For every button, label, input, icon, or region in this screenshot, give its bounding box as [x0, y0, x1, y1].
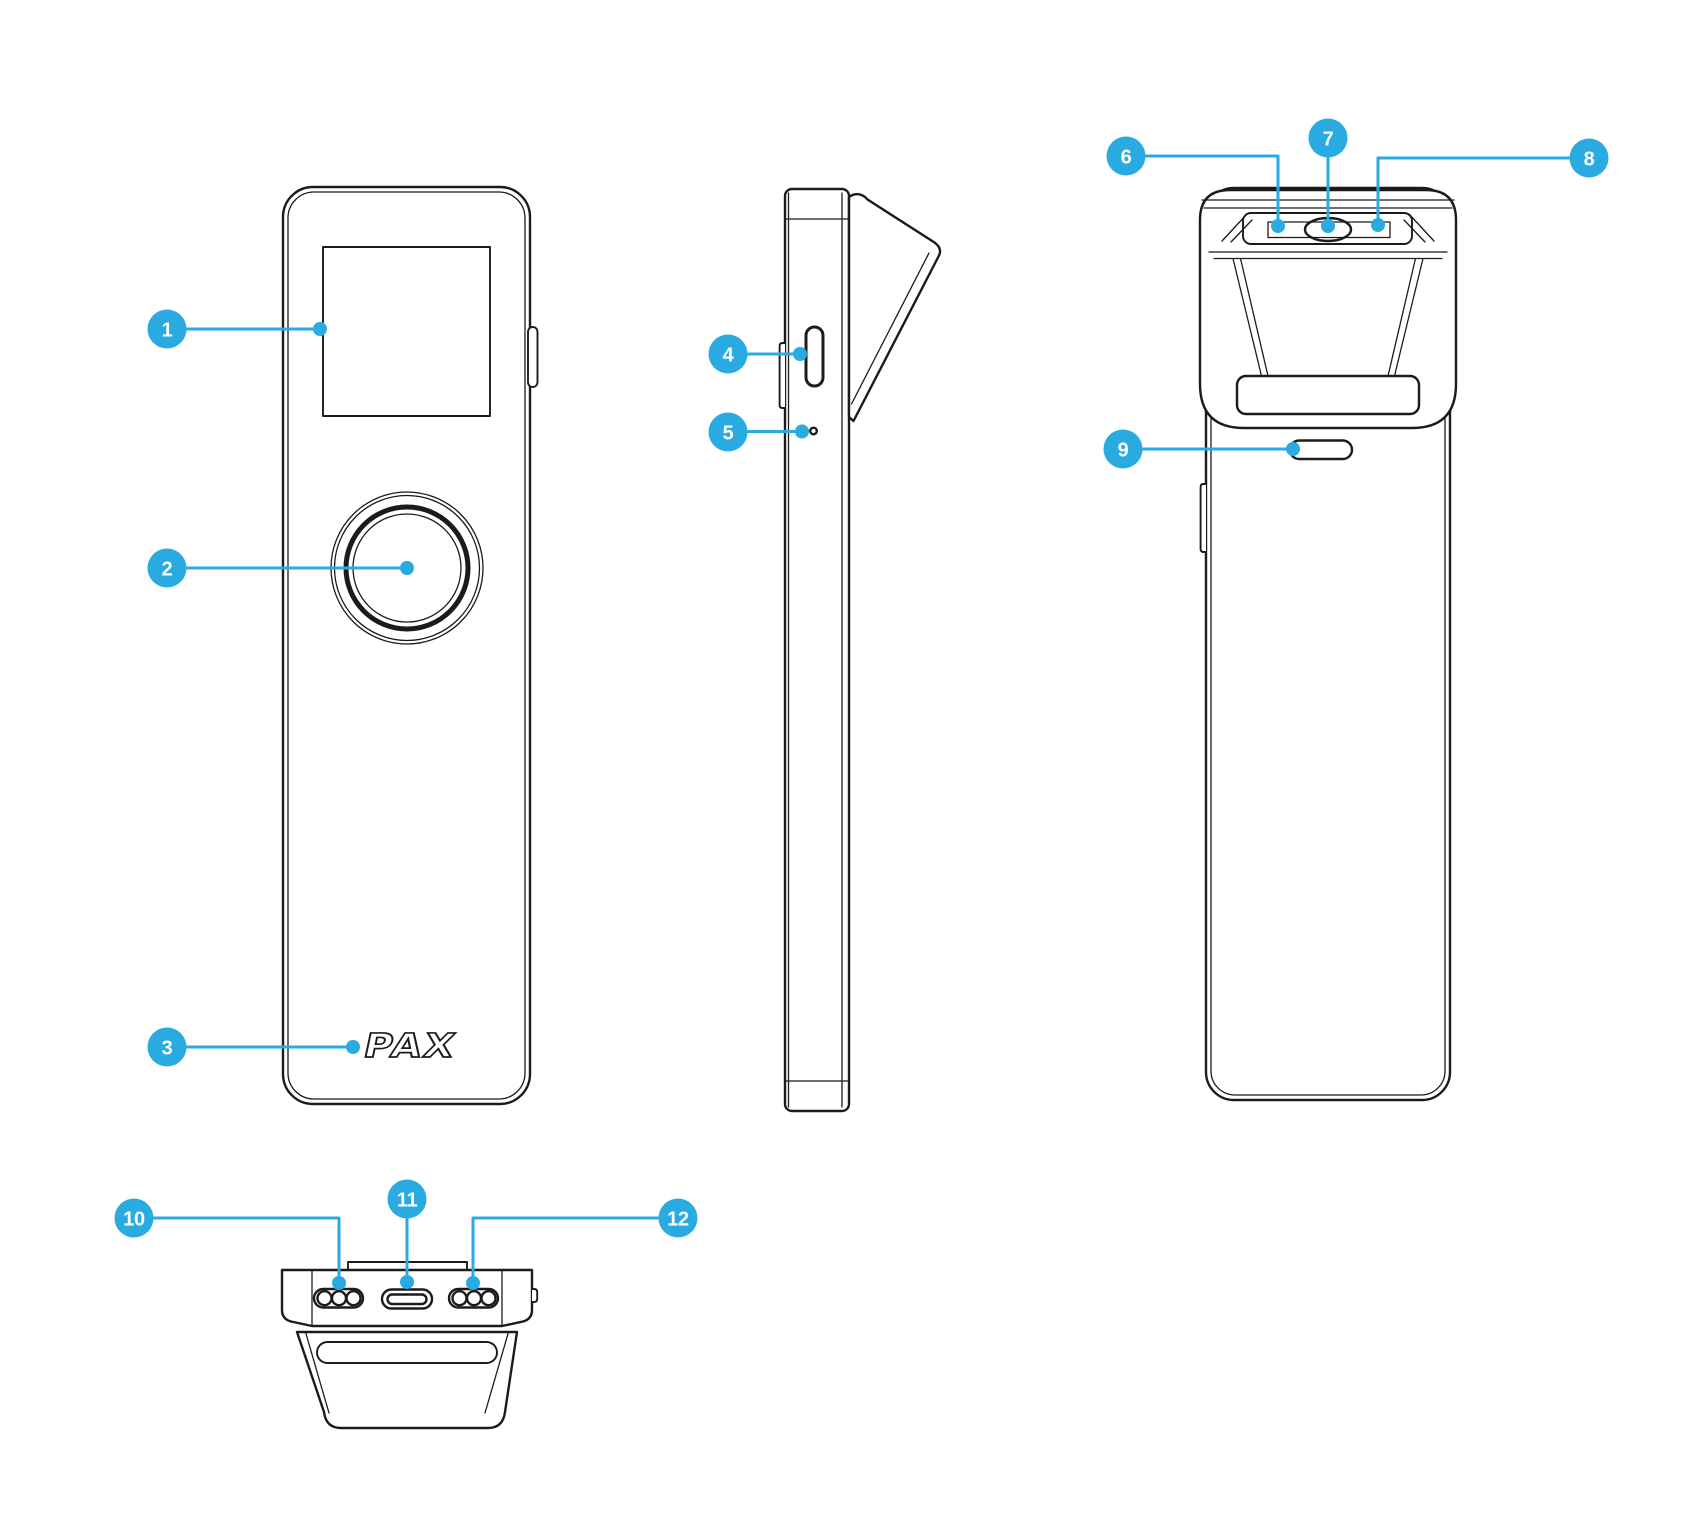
scan-head-lip-lines: [1208, 251, 1448, 260]
side-panel-lines: [785, 192, 849, 1108]
side-edge-key: [778, 342, 786, 409]
callout-1: 1: [147, 309, 327, 349]
callout-5: 5: [708, 412, 809, 452]
callout-badge: [1106, 136, 1146, 176]
front-view: PAX: [281, 185, 539, 1106]
callout-dot: [1286, 442, 1300, 456]
callout-number: 5: [723, 423, 734, 445]
callout-6: 6: [1106, 136, 1285, 233]
front-side-key: [527, 326, 539, 388]
callout-number: 10: [123, 1209, 145, 1231]
scan-head: [1198, 188, 1458, 430]
callout-number: 7: [1323, 129, 1334, 151]
callout-7: 7: [1308, 118, 1348, 233]
callouts: 1 2 3 4 5 6: [114, 118, 1609, 1290]
callout-dot: [795, 424, 809, 439]
callout-dot: [313, 322, 327, 336]
scan-head-outline: [1198, 188, 1458, 430]
front-body-inner-line: [287, 191, 526, 1100]
callout-badge: [1308, 118, 1348, 158]
callout-badge: [147, 309, 187, 349]
callout-dot: [1271, 219, 1285, 233]
scan-window-corner-facets: [1221, 213, 1435, 243]
callout-2: 2: [147, 548, 414, 588]
callout-dot: [793, 347, 807, 361]
pogo-pin: [480, 1289, 497, 1307]
callout-8: 8: [1371, 138, 1609, 232]
callout-11: 11: [387, 1179, 427, 1289]
callout-badge: [147, 548, 187, 588]
back-edge-key: [1199, 483, 1207, 553]
callout-number: 9: [1118, 440, 1129, 462]
microphone-hole: [809, 426, 819, 436]
callout-number: 3: [162, 1038, 173, 1060]
callout-number: 1: [162, 320, 173, 342]
usb-c-port: [380, 1288, 434, 1310]
pax-logo: PAX: [359, 1025, 461, 1065]
callout-dot: [346, 1040, 360, 1054]
callout-badge: [1103, 429, 1143, 469]
scan-head-bar: [1235, 374, 1421, 416]
scan-head-side-inner-line: [850, 252, 930, 405]
callout-dot: [400, 1275, 414, 1289]
callout-number: 8: [1584, 149, 1595, 171]
pogo-pin: [345, 1289, 362, 1307]
leader-line: [1144, 154, 1280, 228]
scan-window-strip: [316, 1341, 498, 1364]
side-body-outline: [783, 187, 851, 1113]
callout-badge: [708, 412, 748, 452]
bottom-edge-key: [531, 1288, 539, 1303]
callout-number: 2: [162, 559, 173, 581]
callout-4: 4: [708, 334, 807, 374]
back-view: [1198, 186, 1458, 1102]
callout-12: 12: [466, 1198, 698, 1290]
callout-badge: [114, 1198, 154, 1238]
callout-dot: [400, 561, 414, 575]
scan-head-bottom-slants: [304, 1331, 510, 1414]
callout-badge: [387, 1179, 427, 1219]
usb-c-inner: [386, 1293, 428, 1306]
callout-number: 6: [1121, 147, 1132, 169]
callout-dot: [1371, 218, 1385, 232]
leader-line: [1376, 156, 1571, 227]
usb-c-outer: [380, 1288, 434, 1310]
callout-badge: [1569, 138, 1609, 178]
callout-9: 9: [1103, 429, 1300, 469]
pax-logo-text: PAX: [360, 1026, 460, 1065]
callout-number: 4: [723, 345, 735, 367]
callout-dot: [332, 1276, 346, 1290]
callout-number: 12: [667, 1209, 689, 1231]
leader-line: [471, 1216, 660, 1285]
callout-badge: [658, 1198, 698, 1238]
leader-line: [152, 1216, 341, 1285]
callout-dot: [1321, 219, 1335, 233]
callout-10: 10: [114, 1198, 346, 1290]
scan-head-bottom: [295, 1330, 519, 1430]
callout-badge: [147, 1027, 187, 1067]
scan-head-side: [847, 192, 942, 423]
callout-badge: [708, 334, 748, 374]
scan-head-slant-lines: [1232, 257, 1424, 379]
side-view: [778, 187, 942, 1113]
callout-3: 3: [147, 1027, 360, 1067]
bottom-face-seams: [311, 1269, 503, 1326]
callout-dot: [466, 1276, 480, 1290]
callout-number: 11: [397, 1190, 418, 1212]
